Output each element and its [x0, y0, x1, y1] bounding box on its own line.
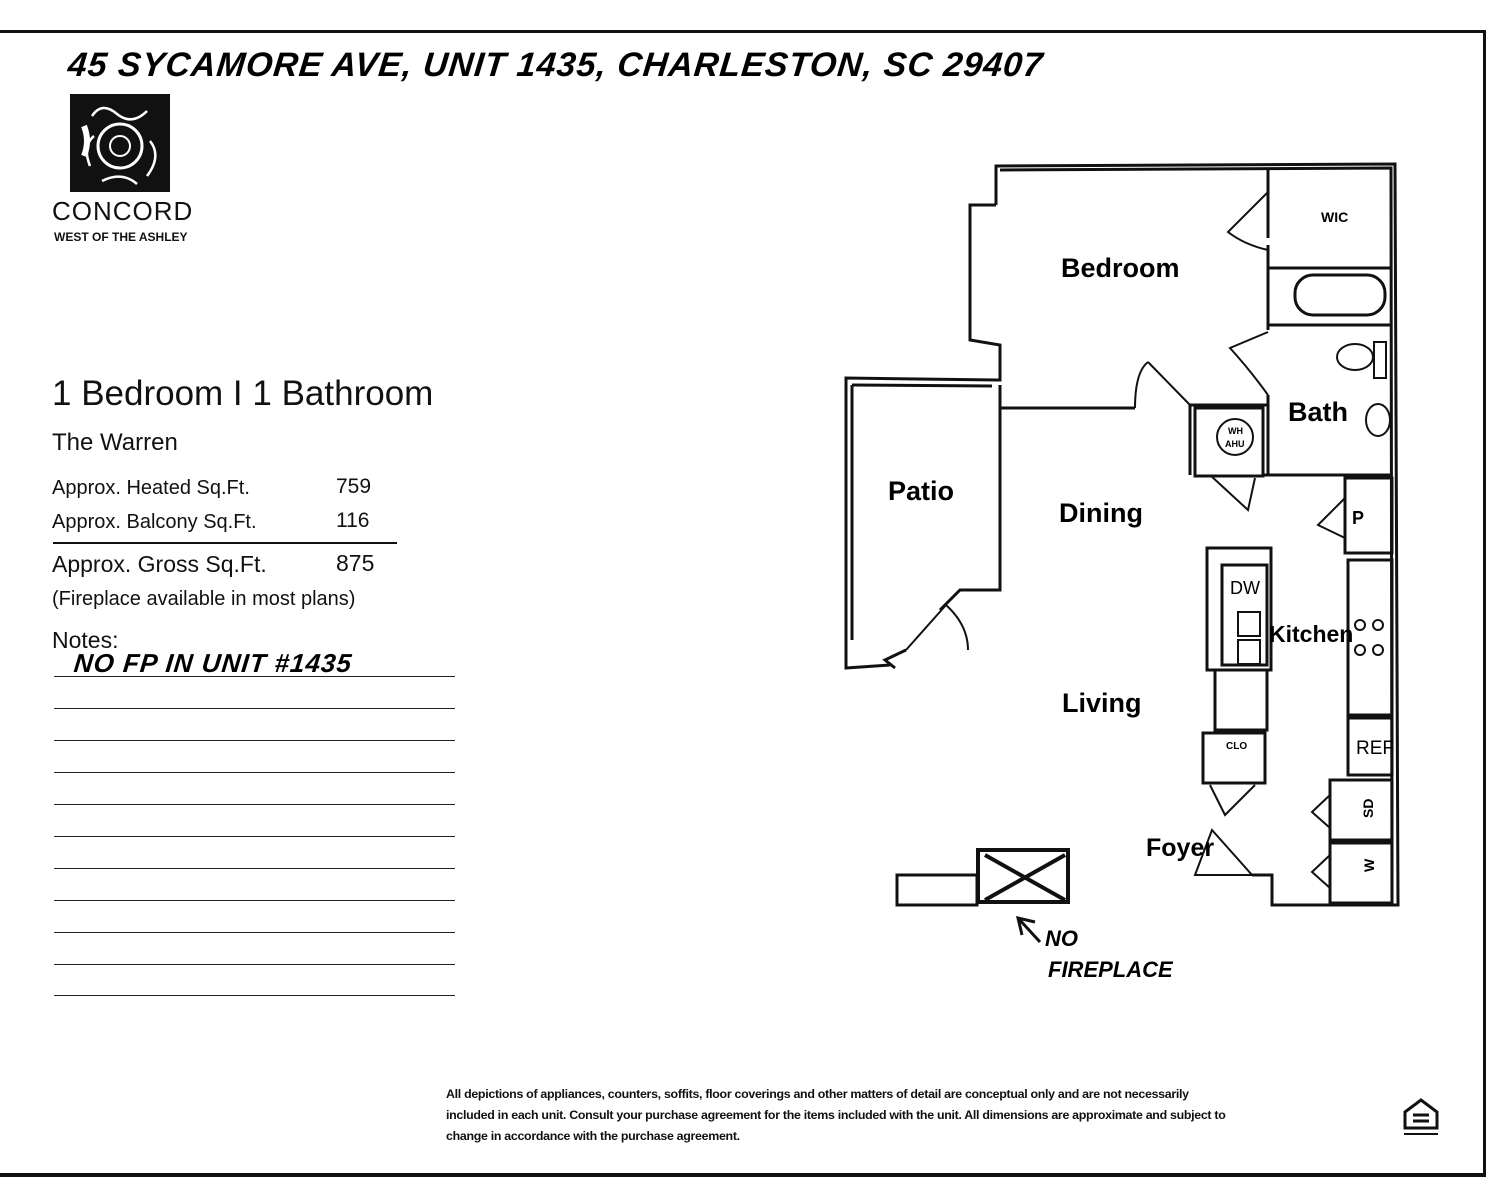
- note-line: [54, 676, 455, 677]
- label-sd: SD: [1360, 799, 1376, 818]
- door-swings: [905, 191, 1391, 889]
- label-ahu: AHU: [1225, 439, 1245, 449]
- crossed-out-fireplace: [976, 848, 1070, 944]
- page-border: [0, 30, 1486, 1177]
- room-label-patio: Patio: [888, 476, 954, 506]
- note-line: [54, 932, 455, 933]
- spec-label-gross: Approx. Gross Sq.Ft.: [52, 551, 267, 577]
- room-label-dining: Dining: [1059, 498, 1143, 528]
- note-line: [54, 804, 455, 805]
- label-wh: WH: [1228, 426, 1243, 436]
- fireplace-note: (Fireplace available in most plans): [52, 588, 356, 610]
- room-label-kitchen: Kitchen: [1269, 621, 1353, 647]
- plan-name: The Warren: [52, 429, 178, 456]
- equal-housing-icon: [1403, 1098, 1439, 1135]
- note-line: [54, 868, 455, 869]
- label-dishwasher: DW: [1230, 578, 1260, 598]
- label-w: W: [1361, 858, 1377, 872]
- room-label-bedroom: Bedroom: [1061, 253, 1180, 283]
- brand-subtitle: WEST OF THE ASHLEY: [54, 230, 188, 244]
- handwritten-fireplace: Fireplace: [1048, 957, 1174, 982]
- spec-value-heated: 759: [336, 475, 372, 498]
- spec-divider: [53, 542, 397, 544]
- note-line: [54, 964, 455, 965]
- note-line: [54, 836, 455, 837]
- note-line: [54, 995, 455, 996]
- spec-label-balcony: Approx. Balcony Sq.Ft.: [52, 511, 257, 533]
- note-line: [54, 708, 455, 709]
- room-label-living: Living: [1062, 688, 1142, 718]
- spec-value-balcony: 116: [336, 509, 370, 532]
- brand-name: CONCORD: [52, 196, 194, 226]
- label-pantry: P: [1352, 508, 1364, 528]
- walls: [844, 162, 1400, 907]
- disclaimer: All depictions of appliances, counters, …: [446, 1087, 1226, 1143]
- handwritten-no: No: [1045, 926, 1078, 951]
- label-refrigerator: REF: [1356, 738, 1394, 759]
- note-line: [54, 900, 455, 901]
- notes-label: Notes:: [52, 627, 119, 653]
- room-label-wic: WIC: [1321, 209, 1348, 225]
- room-label-foyer: Foyer: [1146, 834, 1214, 862]
- plan-title: 1 Bedroom I 1 Bathroom: [52, 374, 434, 413]
- label-closet: CLO: [1226, 741, 1247, 752]
- note-line: [54, 740, 455, 741]
- concord-logo: [70, 94, 170, 192]
- spec-label-heated: Approx. Heated Sq.Ft.: [52, 477, 250, 499]
- spec-value-gross: 875: [336, 550, 375, 576]
- note-line: [54, 772, 455, 773]
- room-label-bath: Bath: [1288, 397, 1348, 427]
